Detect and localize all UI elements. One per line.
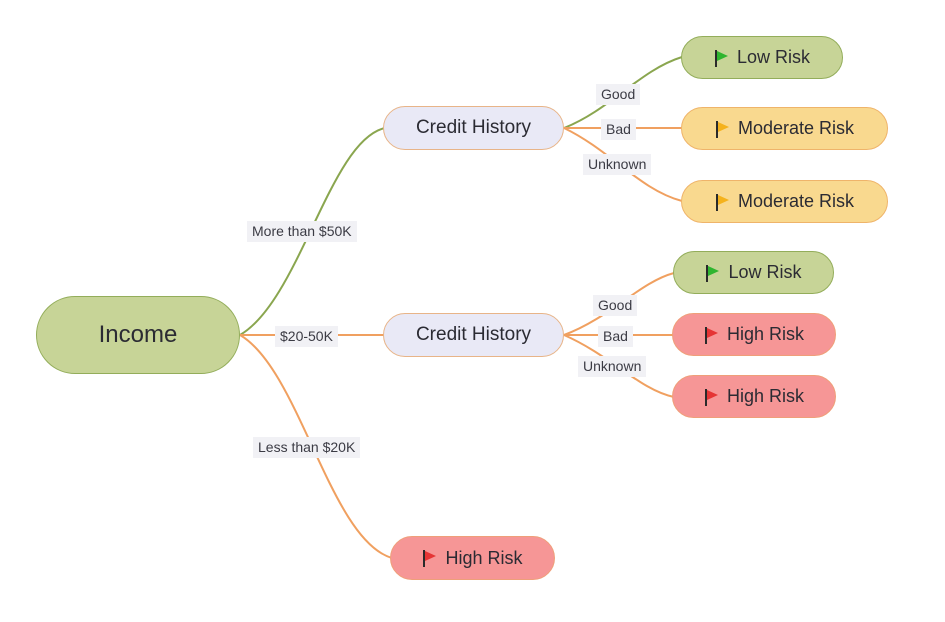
flag-icon <box>704 388 719 406</box>
flag-icon <box>715 120 730 138</box>
credit-history-node-mid-income[interactable]: Credit History <box>383 313 564 357</box>
leaf-low-risk[interactable]: Low Risk <box>673 251 834 294</box>
credit-history-label: Credit History <box>415 324 532 345</box>
edge-label-bad: Bad <box>601 119 636 140</box>
edge-label-20-50k: $20-50K <box>275 326 338 347</box>
edge-label-less-than-20k: Less than $20K <box>253 437 361 458</box>
leaf-low-risk[interactable]: Low Risk <box>681 36 843 79</box>
credit-history-label: Credit History <box>415 117 532 138</box>
edge-label-unknown: Unknown <box>578 356 647 377</box>
flag-icon <box>714 49 729 67</box>
flag-icon <box>705 264 720 282</box>
flag-icon <box>422 549 437 567</box>
root-node-label: Income <box>98 321 178 348</box>
leaf-label: Low Risk <box>728 262 802 282</box>
leaf-label: High Risk <box>726 386 805 406</box>
leaf-label: High Risk <box>445 547 523 568</box>
edge-label-more-than-50k: More than $50K <box>247 221 357 242</box>
edge-label-bad: Bad <box>598 326 633 347</box>
leaf-label: Moderate Risk <box>737 118 855 138</box>
edge-label-good: Good <box>596 84 641 105</box>
leaf-label: Low Risk <box>736 47 811 67</box>
leaf-label: High Risk <box>726 324 805 344</box>
leaf-moderate-risk[interactable]: Moderate Risk <box>681 180 888 223</box>
leaf-high-risk[interactable]: High Risk <box>672 313 836 356</box>
leaf-moderate-risk[interactable]: Moderate Risk <box>681 107 888 150</box>
leaf-high-risk[interactable]: High Risk <box>672 375 836 418</box>
leaf-label: Moderate Risk <box>737 191 855 211</box>
flag-icon <box>715 193 730 211</box>
flag-icon <box>704 326 719 344</box>
edge-label-good: Good <box>593 295 638 316</box>
leaf-high-risk[interactable]: High Risk <box>390 536 555 580</box>
credit-history-node-high-income[interactable]: Credit History <box>383 106 564 150</box>
edge-label-unknown: Unknown <box>583 154 652 175</box>
root-node-income[interactable]: Income <box>36 296 240 374</box>
